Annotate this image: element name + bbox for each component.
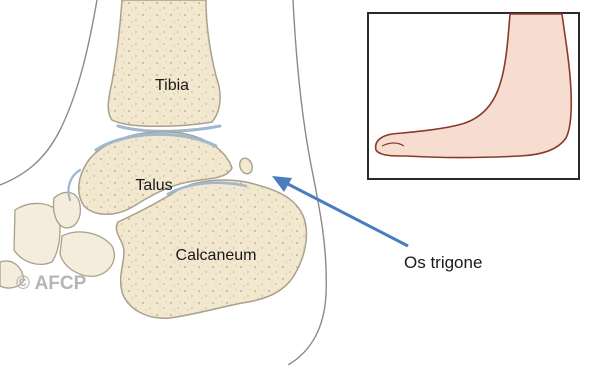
- label-os-trigone: Os trigone: [404, 253, 482, 272]
- foot-inset: [368, 13, 579, 179]
- leg-outline-right: [288, 0, 326, 365]
- tibia-bone: [108, 0, 220, 131]
- watermark-afcp: © AFCP: [16, 273, 87, 294]
- label-calcaneum: Calcaneum: [176, 247, 257, 264]
- label-tibia: Tibia: [155, 77, 189, 94]
- leg-outline-left: [0, 0, 97, 185]
- label-talus: Talus: [135, 177, 172, 194]
- os-trigone-bone: [238, 156, 255, 175]
